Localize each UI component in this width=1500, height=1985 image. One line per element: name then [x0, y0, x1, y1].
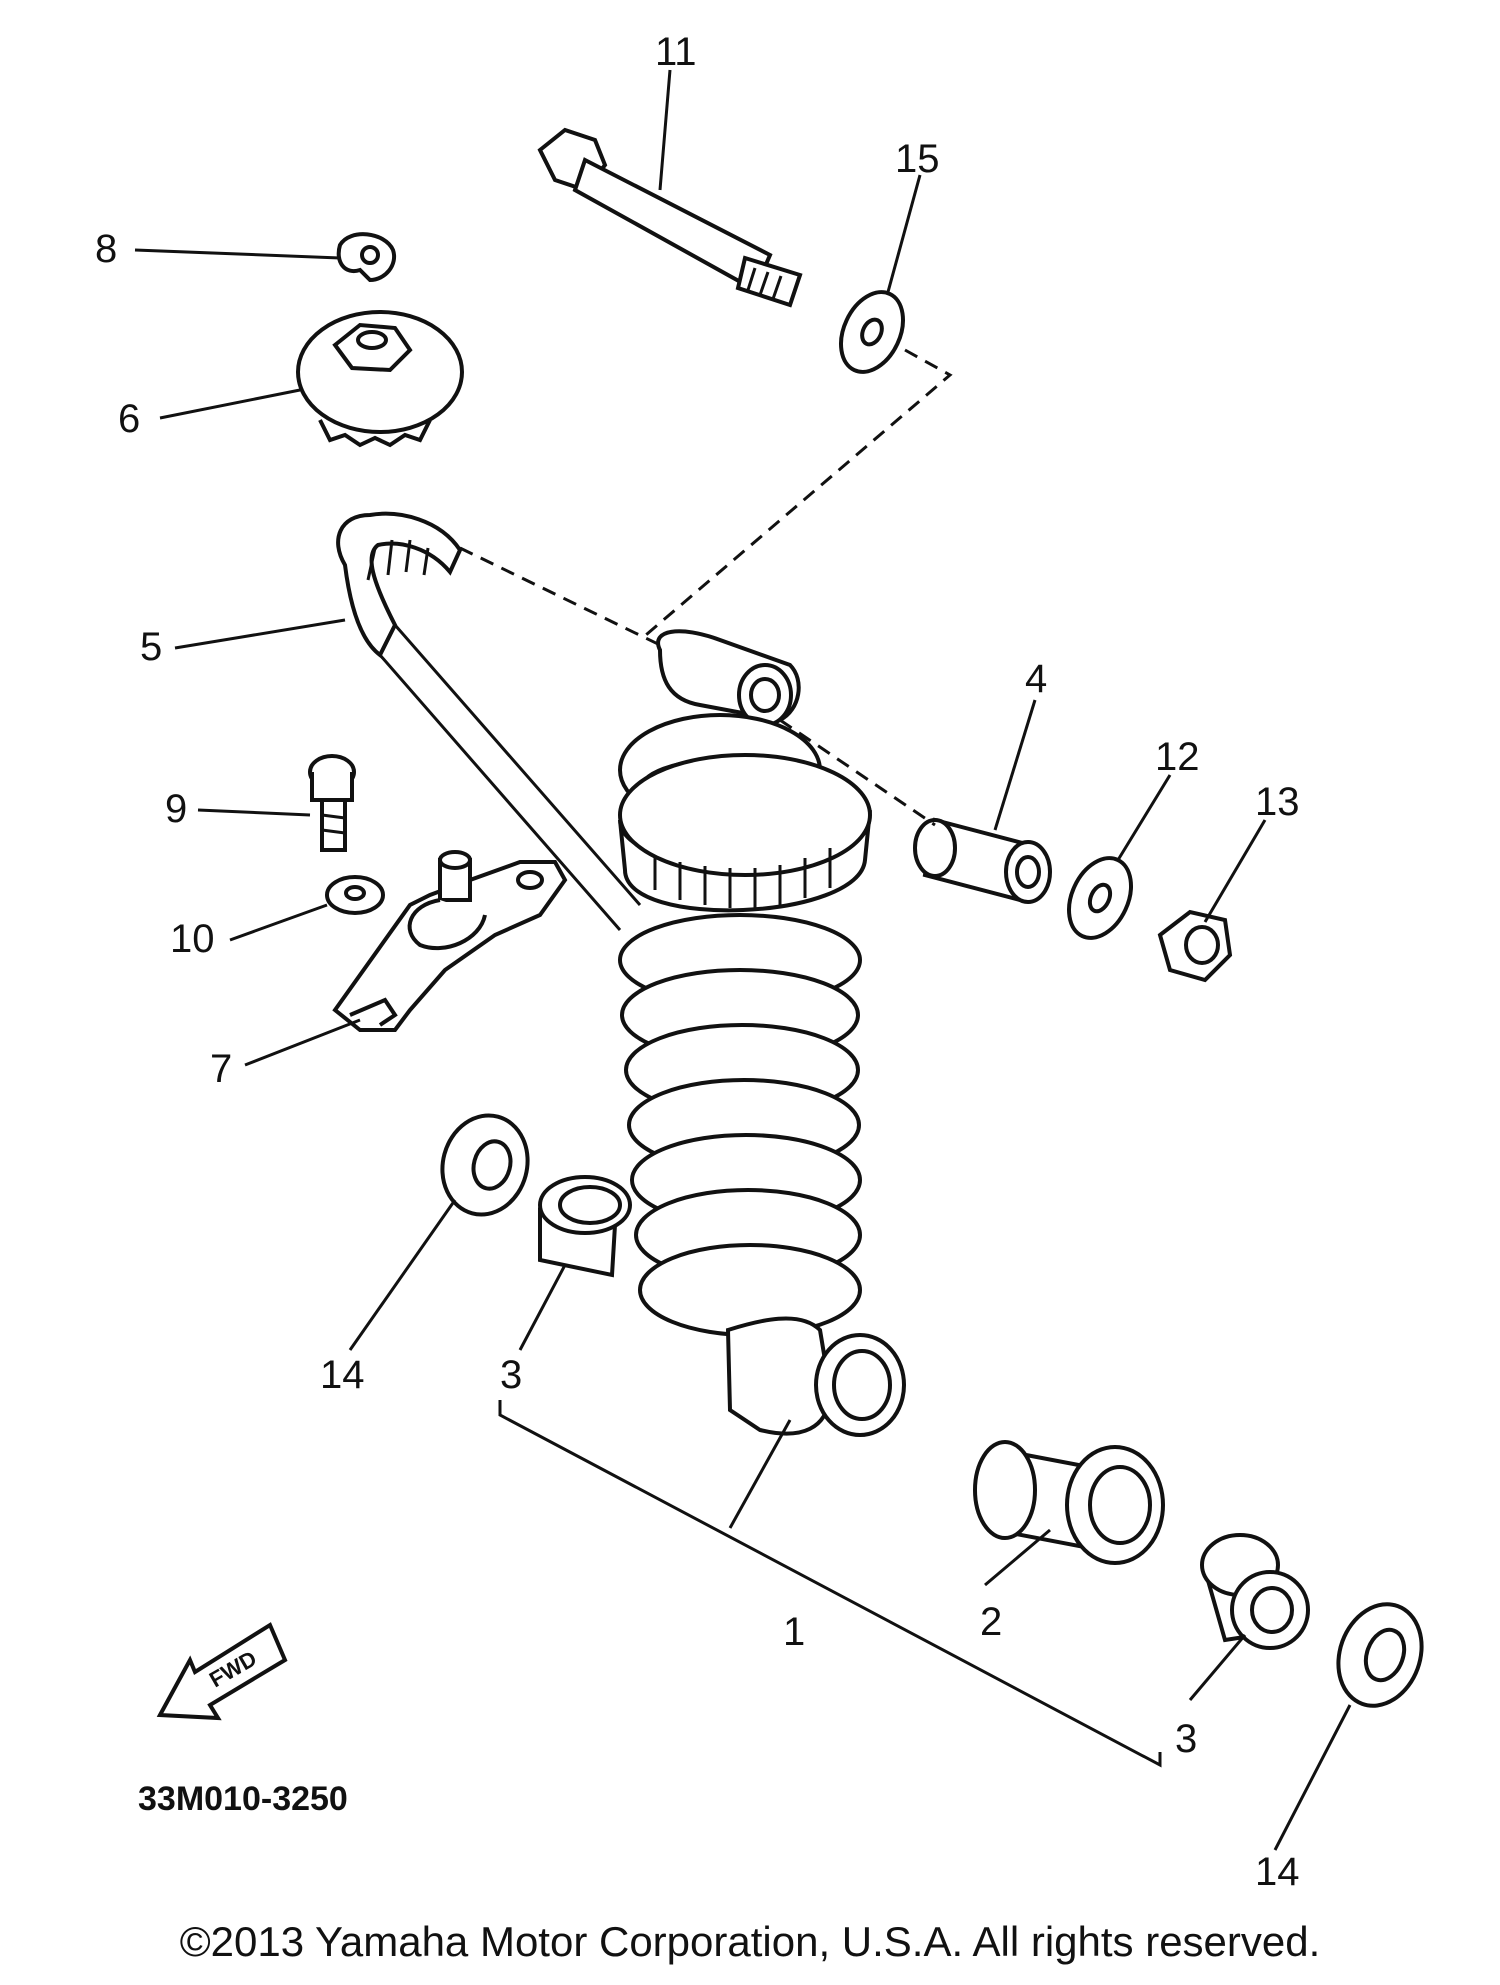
callout-7: 7	[210, 1047, 232, 1091]
callout-12: 12	[1155, 735, 1200, 779]
part-11-bolt[interactable]	[537, 127, 803, 308]
spring-coils	[618, 913, 862, 1337]
leader-lines	[134, 69, 1352, 1851]
part-3-bushing-left[interactable]	[538, 1175, 632, 1278]
callout-3-right: 3	[1175, 1717, 1197, 1761]
part-10-washer[interactable]	[325, 875, 385, 915]
part-13-nut[interactable]	[1157, 909, 1233, 983]
copyright-notice: ©2013 Yamaha Motor Corporation, U.S.A. A…	[179, 1918, 1321, 1965]
callout-1: 1	[783, 1610, 805, 1654]
part-4-collar[interactable]	[913, 817, 1052, 904]
assembly-lines	[459, 348, 953, 827]
callout-2: 2	[980, 1600, 1002, 1644]
part-14-seal-left[interactable]	[431, 1106, 538, 1224]
part-9-screw[interactable]	[308, 754, 356, 852]
part-6-adjuster[interactable]	[296, 310, 464, 448]
part-15-washer[interactable]	[829, 282, 915, 382]
callout-3-left: 3	[500, 1353, 522, 1397]
part-12-washer[interactable]	[1057, 848, 1143, 948]
fwd-arrow: FWD	[156, 1622, 288, 1721]
part-5-spanner[interactable]	[336, 511, 642, 931]
callouts: 11 15 8 6 5 4 12 13 9 10 7 14 3 1 2 3 14	[95, 30, 1300, 1894]
callout-5: 5	[140, 625, 162, 669]
callout-11: 11	[655, 30, 697, 74]
part-14-seal-right[interactable]	[1325, 1592, 1436, 1717]
callout-8: 8	[95, 227, 117, 271]
part-2-bushing[interactable]	[973, 1440, 1165, 1565]
callout-6: 6	[118, 397, 140, 441]
callout-13: 13	[1255, 780, 1300, 824]
part-1-shock-absorber[interactable]	[618, 629, 906, 1437]
part-7-bracket[interactable]	[332, 850, 568, 1032]
callout-14-right: 14	[1255, 1850, 1300, 1894]
callout-15: 15	[895, 137, 940, 181]
callout-14-left: 14	[320, 1353, 365, 1397]
part-8-clip[interactable]	[336, 232, 397, 283]
callout-10: 10	[170, 917, 215, 961]
diagram-code: 33M010-3250	[138, 1780, 348, 1818]
part-3-bushing-right[interactable]	[1200, 1533, 1310, 1650]
callout-9: 9	[165, 787, 187, 831]
callout-4: 4	[1025, 657, 1047, 701]
